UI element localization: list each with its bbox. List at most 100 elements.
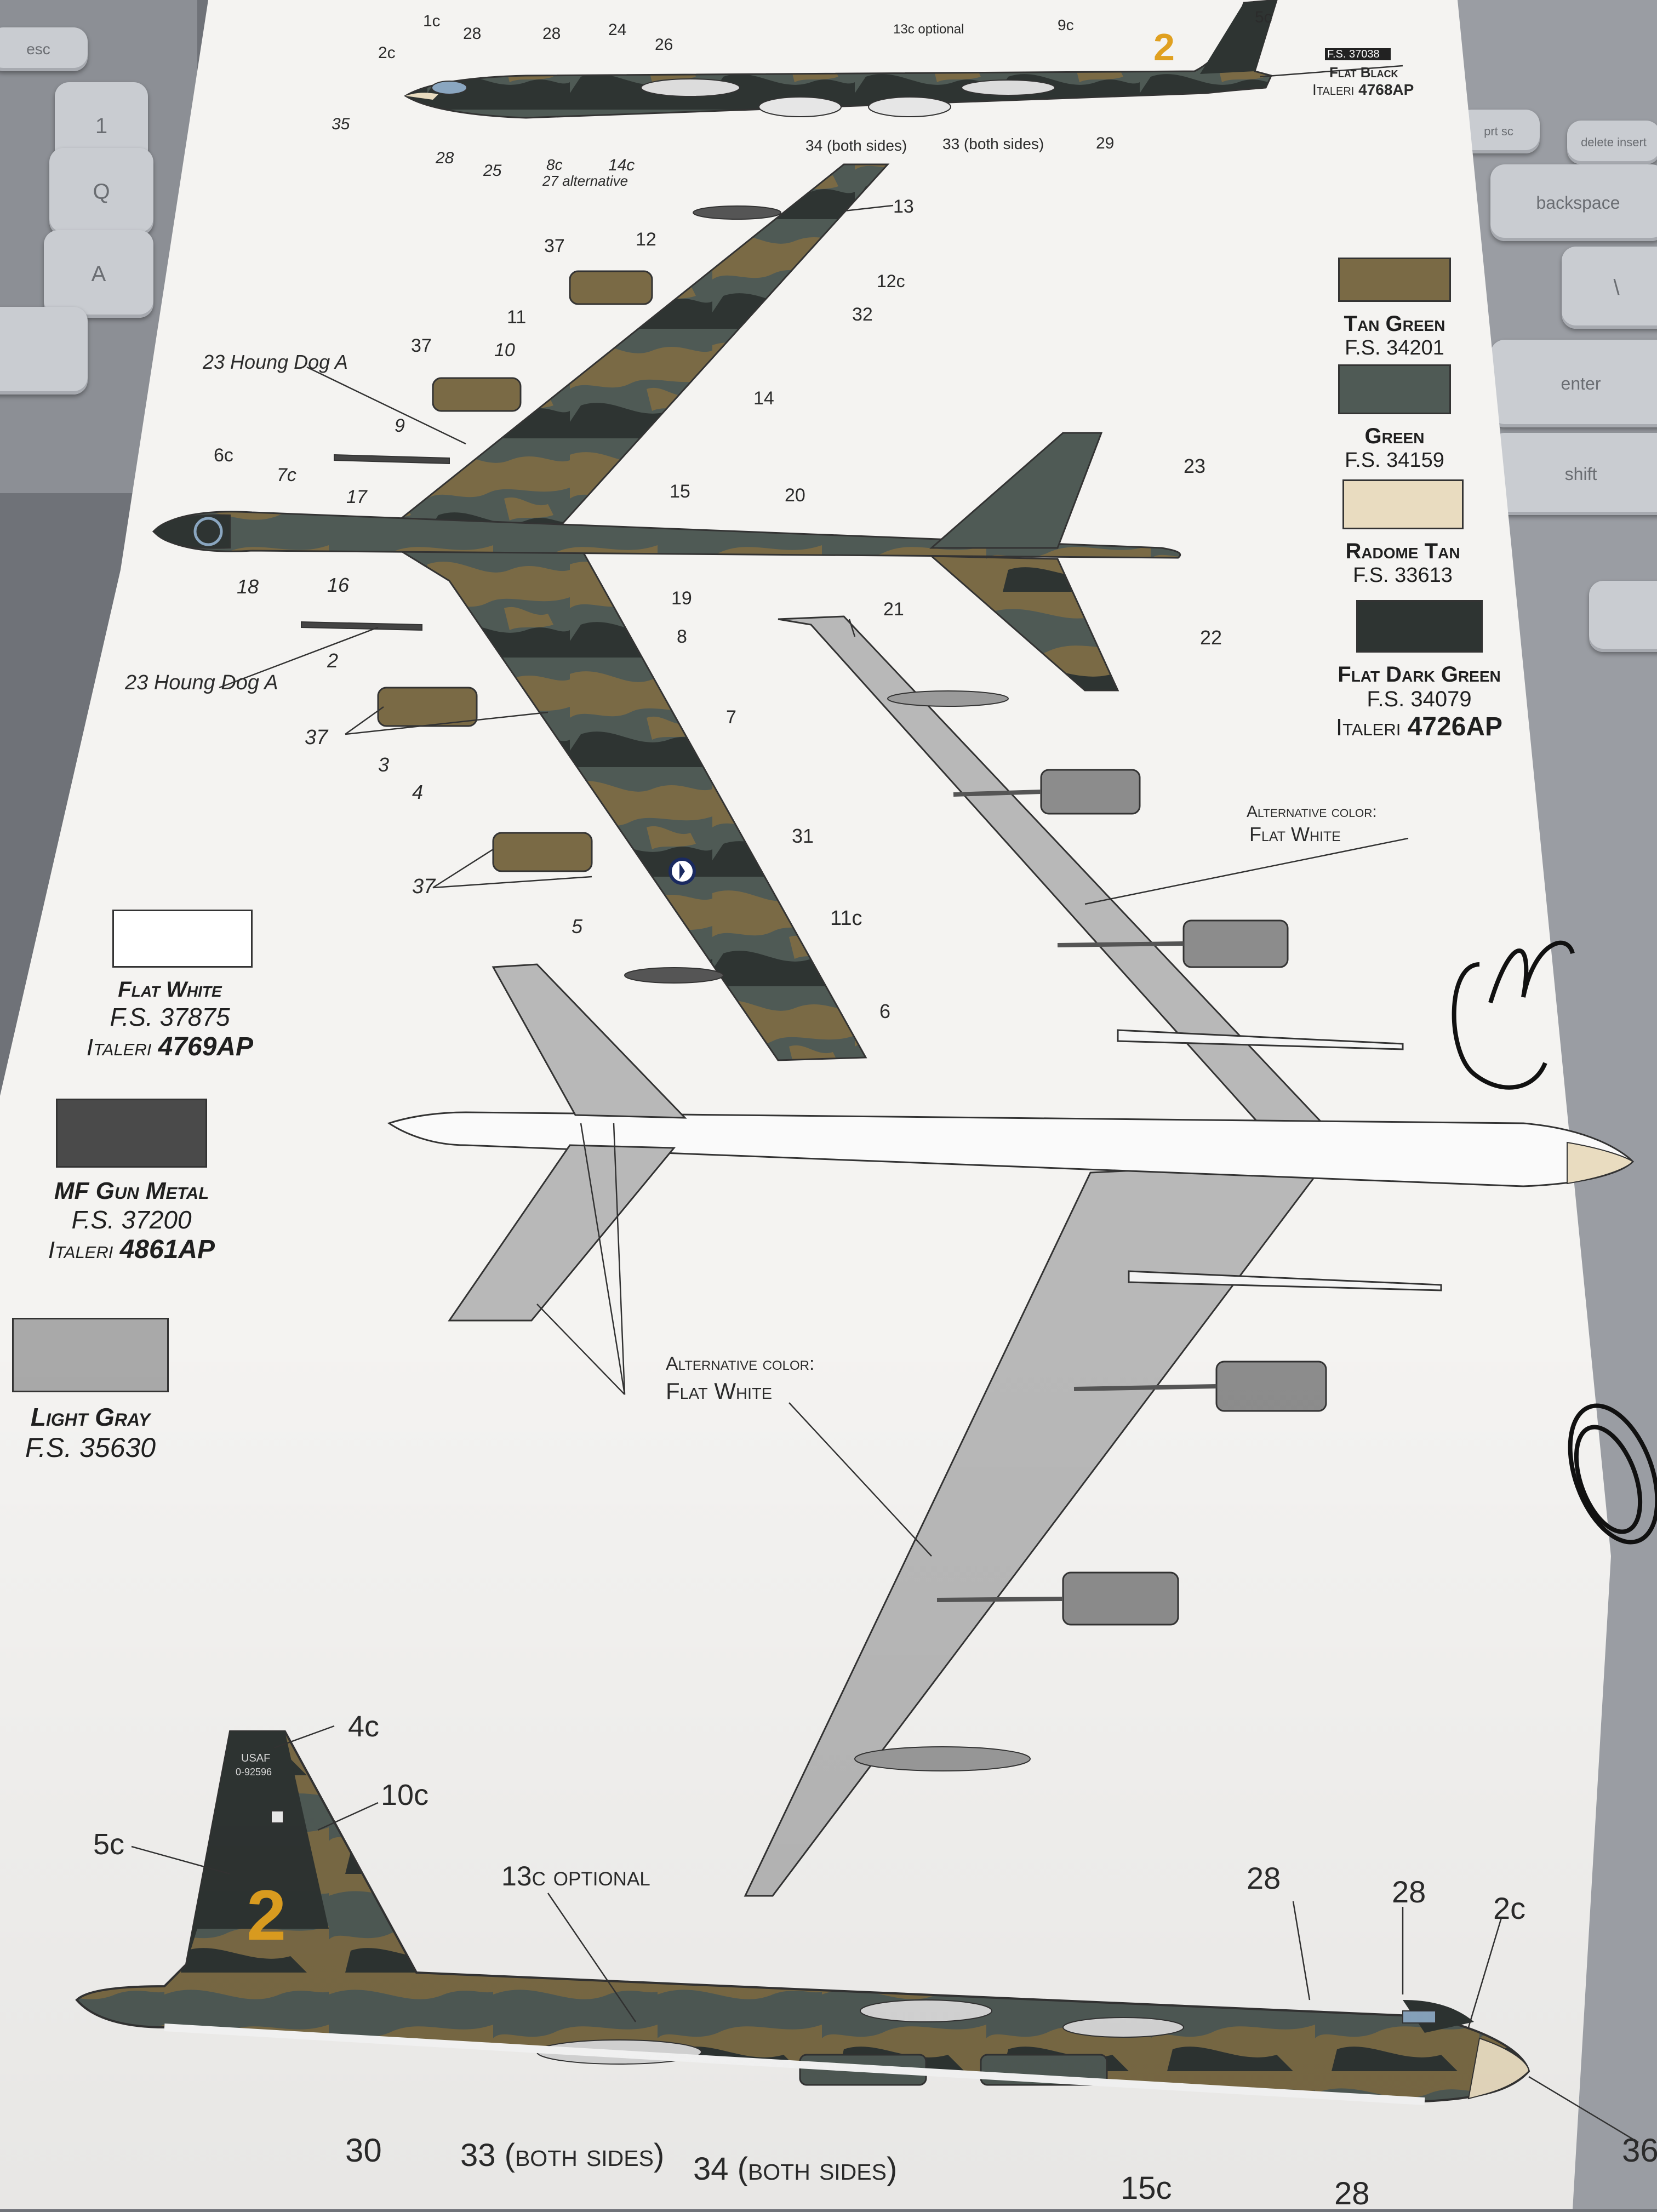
swatch-flat-white-fs: F.S. 37875 xyxy=(110,1003,230,1031)
callout-28-c: 28 xyxy=(436,149,454,167)
plan-view-upper xyxy=(152,163,1181,1061)
tail-serial-text: 0-92596 xyxy=(236,1767,272,1777)
callout-28-d: 28 xyxy=(1247,1861,1281,1895)
swatch-green-name: Green xyxy=(1364,424,1425,448)
callout-6: 6 xyxy=(879,1000,891,1022)
callout-17: 17 xyxy=(346,487,367,507)
callout-11: 11 xyxy=(507,307,527,328)
swatch-tan-green-chip xyxy=(1338,258,1451,302)
callout-2c-top: 2c xyxy=(378,44,396,62)
swatch-gun-metal-chip xyxy=(56,1099,207,1168)
callout-31: 31 xyxy=(792,825,814,847)
callout-leader-lines xyxy=(131,65,1639,2144)
swatch-gun-metal-code: Italeri 4861AP xyxy=(48,1235,215,1264)
callout-36: 36 xyxy=(1622,2132,1657,2169)
key-q: Q xyxy=(49,148,153,236)
swatch-gun-metal-name: MF Gun Metal xyxy=(54,1178,209,1204)
swatch-green-fs: F.S. 34159 xyxy=(1345,449,1444,472)
callout-34-both-sides-top: 34 (both sides) xyxy=(805,137,907,154)
swatch-gun-metal-fs: F.S. 37200 xyxy=(71,1205,192,1234)
callout-13c-optional: 13c optional xyxy=(893,22,964,37)
callout-28-b: 28 xyxy=(542,25,561,43)
callout-12c: 12c xyxy=(877,271,905,291)
swatch-radome-tan-chip xyxy=(1342,479,1464,529)
backspace-key: backspace xyxy=(1490,164,1657,241)
callout-5c-bottom: 5c xyxy=(93,1828,125,1861)
flat-black-fs: F.S. 37038 xyxy=(1327,48,1380,60)
signature-marks xyxy=(1452,940,1657,1545)
callout-26: 26 xyxy=(655,36,673,54)
callout-27-alternative: 27 alternative xyxy=(542,173,628,189)
flat-black-name: Flat Black xyxy=(1329,64,1398,81)
delete-key: delete insert xyxy=(1567,121,1657,164)
callout-33-both-sides-top: 33 (both sides) xyxy=(942,135,1044,152)
swatch-radome-tan-fs: F.S. 33613 xyxy=(1353,564,1453,587)
swatch-radome-tan-name: Radome Tan xyxy=(1345,539,1460,563)
callout-28-e: 28 xyxy=(1392,1874,1426,1909)
callout-23-houng-dog-a-2: 23 Houng Dog A xyxy=(125,671,278,694)
callout-28-a: 28 xyxy=(463,25,482,43)
keyboard-left: esc 1 Q A xyxy=(0,0,197,493)
callout-37-c: 37 xyxy=(305,726,328,749)
callout-8: 8 xyxy=(677,626,687,647)
callout-37-d: 37 xyxy=(412,875,436,898)
alt-color-note-1: Alternative color: xyxy=(1247,803,1377,821)
shift-key: shift xyxy=(1490,433,1657,515)
callout-35: 35 xyxy=(332,115,350,133)
esc-key: esc xyxy=(0,27,88,71)
key-a: A xyxy=(44,230,153,318)
callout-7: 7 xyxy=(726,707,736,728)
callout-14c: 14c xyxy=(608,156,635,174)
callout-1c: 1c xyxy=(423,12,441,30)
callout-2c-bottom: 2c xyxy=(1493,1891,1526,1925)
callout-3: 3 xyxy=(378,753,390,776)
squadron-number: 2 xyxy=(247,1875,286,1955)
enter-key: enter xyxy=(1490,340,1657,427)
callout-10: 10 xyxy=(494,340,515,361)
swatch-tan-green-fs: F.S. 34201 xyxy=(1345,336,1444,359)
callout-9c: 9c xyxy=(1058,16,1074,33)
flat-black-code: Italeri 4768AP xyxy=(1312,81,1414,98)
top-side-view: 2 xyxy=(404,0,1278,119)
swatch-gun-metal: MF Gun Metal F.S. 37200 Italeri 4861AP xyxy=(22,1099,241,1265)
callout-16: 16 xyxy=(327,574,350,596)
backslash-key: \ xyxy=(1562,247,1657,329)
callout-7c: 7c xyxy=(277,465,296,485)
callout-23-houng-dog-a-1: 23 Houng Dog A xyxy=(203,351,348,373)
callout-15c: 15c xyxy=(1121,2170,1172,2206)
swatch-radome-tan: Radome Tan F.S. 33613 xyxy=(1310,479,1496,587)
tail-number-top: 2 xyxy=(1153,26,1175,68)
bottom-side-view: USAF 0-92596 2 xyxy=(75,1730,1530,2105)
callout-19: 19 xyxy=(671,588,692,609)
callout-11c: 11c xyxy=(830,907,862,930)
callout-15: 15 xyxy=(670,481,690,502)
callout-33-both-sides-bottom: 33 (both sides) xyxy=(460,2137,665,2173)
swatch-flat-dark-green-name: Flat Dark Green xyxy=(1338,662,1501,687)
callout-23: 23 xyxy=(1184,455,1206,477)
callout-30: 30 xyxy=(345,2132,382,2169)
key-blank-2 xyxy=(1589,581,1657,652)
alt-color-note-1b: Flat White xyxy=(1249,823,1341,845)
tail-usaf-text: USAF xyxy=(241,1752,270,1764)
callout-14: 14 xyxy=(753,388,774,409)
swatch-green-chip xyxy=(1338,364,1451,414)
callout-22: 22 xyxy=(1200,626,1222,649)
swatch-flat-white-name: Flat White xyxy=(118,978,222,1002)
swatch-tan-green: Tan Green F.S. 34201 xyxy=(1304,258,1485,360)
flat-black-swatch xyxy=(1325,48,1391,60)
swatch-green: Green F.S. 34159 xyxy=(1304,364,1485,472)
callout-34-both-sides-bottom: 34 (both sides) xyxy=(693,2151,898,2187)
callout-28-f: 28 xyxy=(1334,2176,1370,2211)
swatch-flat-white-code: Italeri 4769AP xyxy=(86,1032,254,1061)
callout-32: 32 xyxy=(852,304,873,325)
callout-9: 9 xyxy=(395,415,405,436)
callout-24: 24 xyxy=(608,21,627,39)
callout-21: 21 xyxy=(883,599,904,620)
callout-8c: 8c xyxy=(546,156,563,173)
callout-37-b: 37 xyxy=(411,335,432,356)
plan-view-underside xyxy=(387,615,1635,1897)
swatch-flat-dark-green-chip xyxy=(1356,600,1483,653)
key-blank-1 xyxy=(0,307,88,395)
callout-12: 12 xyxy=(636,229,656,250)
swatch-flat-dark-green: Flat Dark Green F.S. 34079 Italeri 4726A… xyxy=(1310,600,1529,742)
